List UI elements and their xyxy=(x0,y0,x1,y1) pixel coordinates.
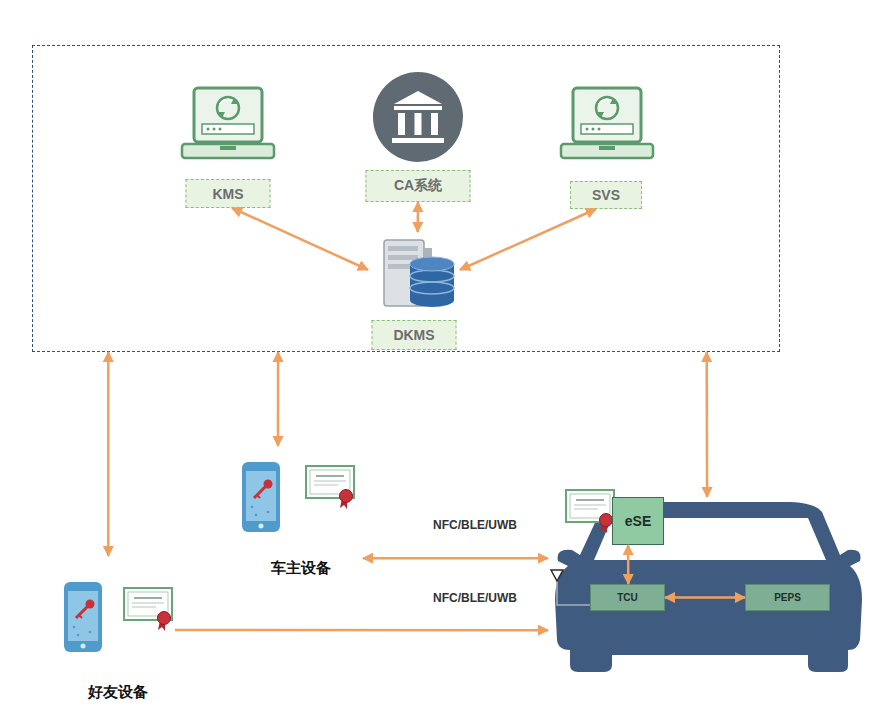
server-label: SVS xyxy=(570,181,642,209)
phone-icon xyxy=(64,582,102,652)
arrow-connector xyxy=(460,209,596,270)
vehicle-node: eSE TCU PEPS xyxy=(548,497,863,672)
certificate-icon xyxy=(566,490,614,533)
server-node: SVS xyxy=(556,82,656,209)
arrow-connector xyxy=(175,629,548,632)
server-label: KMS xyxy=(186,179,271,208)
arrow-connector xyxy=(705,352,708,497)
arrow-connector xyxy=(277,352,280,446)
ese-chip: eSE xyxy=(612,497,664,545)
arrow-connector xyxy=(416,202,419,232)
certificate-icon xyxy=(306,466,354,509)
car-illustration xyxy=(551,502,862,672)
server-node: DKMS xyxy=(368,232,460,350)
component-label: TCU xyxy=(617,592,638,603)
phone-icon xyxy=(242,462,280,532)
protocol-label: NFC/BLE/UWB xyxy=(433,591,517,605)
server-label: DKMS xyxy=(372,320,457,350)
platform-boundary: KMS CA系统 SVS DKMS xyxy=(32,45,780,352)
ca-icon xyxy=(373,72,463,162)
arrow-connector xyxy=(627,545,630,584)
arrow-connector xyxy=(232,208,368,270)
protocol-label: NFC/BLE/UWB xyxy=(433,518,517,532)
arrow-connector xyxy=(363,557,548,560)
device-node: 好友设备 xyxy=(60,556,175,702)
server-node: CA系统 xyxy=(362,72,474,202)
component-label: PEPS xyxy=(774,592,801,603)
server-icon xyxy=(384,240,454,307)
arrow-connector xyxy=(665,596,745,599)
device-label: 车主设备 xyxy=(238,559,363,578)
laptop-icon xyxy=(182,88,274,158)
component-label: eSE xyxy=(625,513,651,529)
ecu-box: TCU xyxy=(590,584,665,611)
server-node: KMS xyxy=(178,82,278,208)
device-node: 车主设备 xyxy=(238,446,363,578)
laptop-icon xyxy=(561,88,653,158)
device-label: 好友设备 xyxy=(60,683,175,702)
arrow-connector xyxy=(107,352,110,556)
certificate-icon xyxy=(124,588,172,631)
server-label: CA系统 xyxy=(366,170,471,202)
ecu-box: PEPS xyxy=(745,584,830,611)
